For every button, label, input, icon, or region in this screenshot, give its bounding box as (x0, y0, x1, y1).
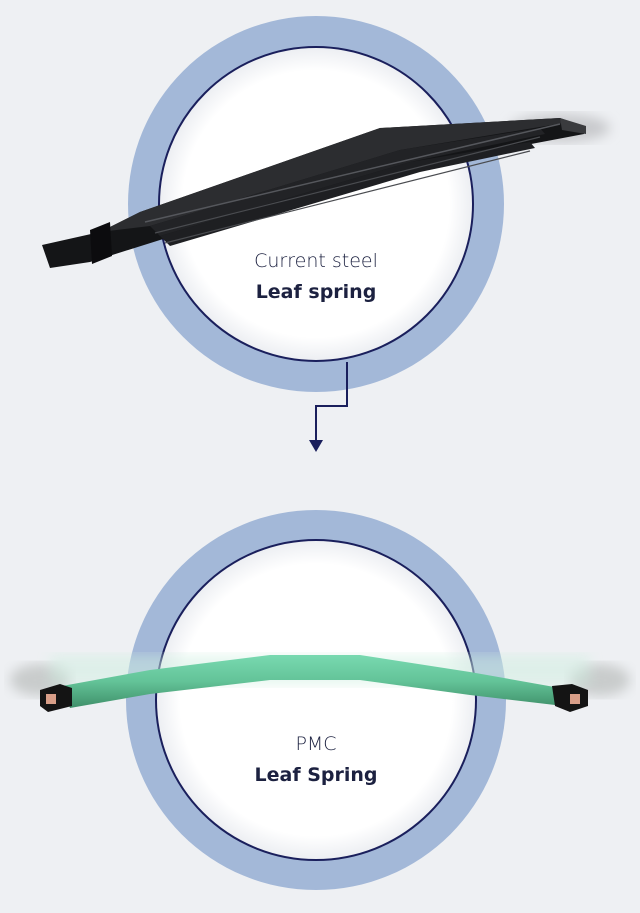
steel-leaf-spring-image (42, 114, 610, 268)
pmc-label-line1: PMC (295, 733, 337, 755)
pmc-circle (126, 510, 506, 890)
pmc-leaf-spring-image (10, 655, 630, 712)
steel-label-line1: Current steel (254, 250, 378, 272)
steel-circle (128, 16, 504, 392)
steel-label-line2: Leaf spring (255, 281, 377, 303)
down-arrow (309, 362, 348, 452)
pmc-label-line2: Leaf Spring (254, 764, 378, 786)
